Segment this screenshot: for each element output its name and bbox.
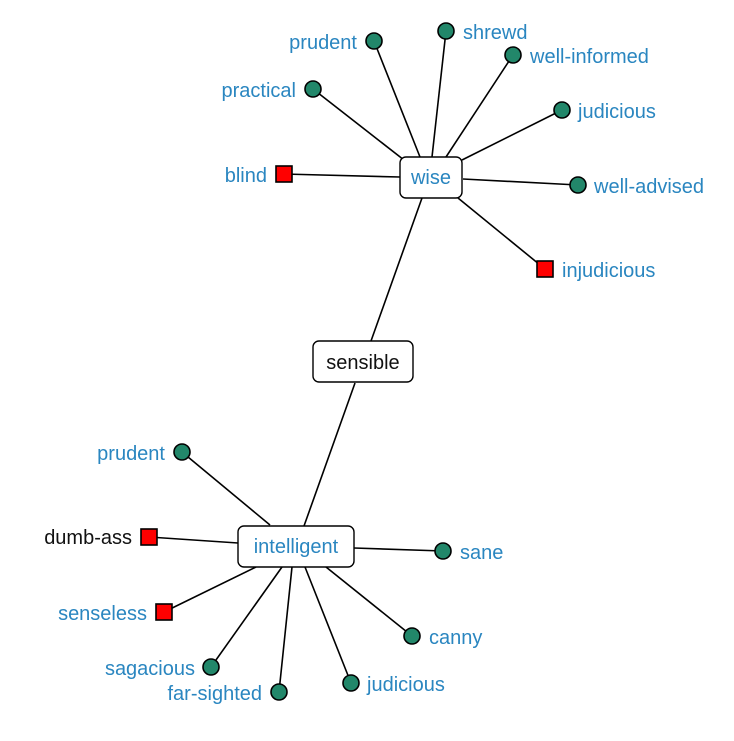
leaf-blind-marker[interactable] <box>275 165 293 183</box>
edge-wise-well-advised <box>462 178 579 186</box>
edge-sensible-intelligent <box>303 382 356 527</box>
leaf-sane-label: sane <box>460 542 503 564</box>
edge-wise-well-informed <box>445 54 514 158</box>
leaf-far-sighted-marker[interactable] <box>270 683 288 701</box>
edges <box>148 30 579 693</box>
bottom-leaves: prudent dumb-ass sane senseless canny sa… <box>44 443 503 705</box>
edge-intelligent-sagacious <box>210 566 283 668</box>
leaf-blind-label: blind <box>225 165 267 187</box>
leaf-prudent-2-marker[interactable] <box>173 443 191 461</box>
leaf-dumb-ass-label: dumb-ass <box>44 527 132 549</box>
edge-intelligent-canny <box>325 566 413 637</box>
hub-wise[interactable]: wise <box>399 156 463 199</box>
edge-intelligent-far-sighted <box>278 566 293 693</box>
edge-wise-shrewd <box>431 30 447 158</box>
leaf-well-informed-label: well-informed <box>529 46 649 68</box>
leaf-well-informed-marker[interactable] <box>504 46 522 64</box>
leaf-injudicious-marker[interactable] <box>536 260 554 278</box>
edge-intelligent-judicious <box>304 566 352 684</box>
edge-wise-practical <box>312 88 405 161</box>
leaf-practical-marker[interactable] <box>304 80 322 98</box>
leaf-judicious-2-label: judicious <box>366 674 445 696</box>
edge-intelligent-sane <box>353 547 444 552</box>
leaf-sane-marker[interactable] <box>434 542 452 560</box>
leaf-judicious-2-marker[interactable] <box>342 674 360 692</box>
leaf-sagacious-marker[interactable] <box>202 658 220 676</box>
leaf-prudent-marker[interactable] <box>365 32 383 50</box>
edge-wise-blind <box>282 173 401 178</box>
leaf-well-advised-marker[interactable] <box>569 176 587 194</box>
hub-sensible[interactable]: sensible <box>312 340 414 383</box>
leaf-judicious-label: judicious <box>577 101 656 123</box>
edge-intelligent-dumb-ass <box>148 536 239 544</box>
hub-intelligent[interactable]: intelligent <box>237 525 355 568</box>
leaf-shrewd-label: shrewd <box>463 22 527 44</box>
top-leaves: prudent shrewd well-informed practical j… <box>222 22 705 282</box>
edge-wise-sensible <box>370 197 423 342</box>
edge-wise-prudent <box>373 40 421 158</box>
edge-wise-judicious <box>461 109 563 161</box>
hub-wise-box <box>399 156 463 199</box>
hub-intelligent-box <box>237 525 355 568</box>
leaf-prudent-2-label: prudent <box>97 443 165 465</box>
leaf-prudent-label: prudent <box>289 32 357 54</box>
leaf-dumb-ass-marker[interactable] <box>140 528 158 546</box>
leaf-senseless-marker[interactable] <box>155 603 173 621</box>
edge-wise-injudicious <box>457 197 546 270</box>
edge-intelligent-senseless <box>163 566 257 613</box>
leaf-far-sighted-label: far-sighted <box>168 683 263 705</box>
leaf-canny-marker[interactable] <box>403 627 421 645</box>
leaf-well-advised-label: well-advised <box>593 176 704 198</box>
edge-intelligent-prudent <box>181 451 271 526</box>
hub-wise-label: wise <box>410 167 451 189</box>
leaf-shrewd-marker[interactable] <box>437 22 455 40</box>
leaf-practical-label: practical <box>222 80 296 102</box>
leaf-sagacious-label: sagacious <box>105 658 195 680</box>
leaf-judicious-marker[interactable] <box>553 101 571 119</box>
hub-sensible-label: sensible <box>326 352 399 374</box>
leaf-injudicious-label: injudicious <box>562 260 655 282</box>
hub-intelligent-label: intelligent <box>254 536 339 558</box>
hub-sensible-box <box>312 340 414 383</box>
leaf-senseless-label: senseless <box>58 603 147 625</box>
leaf-canny-label: canny <box>429 627 482 649</box>
